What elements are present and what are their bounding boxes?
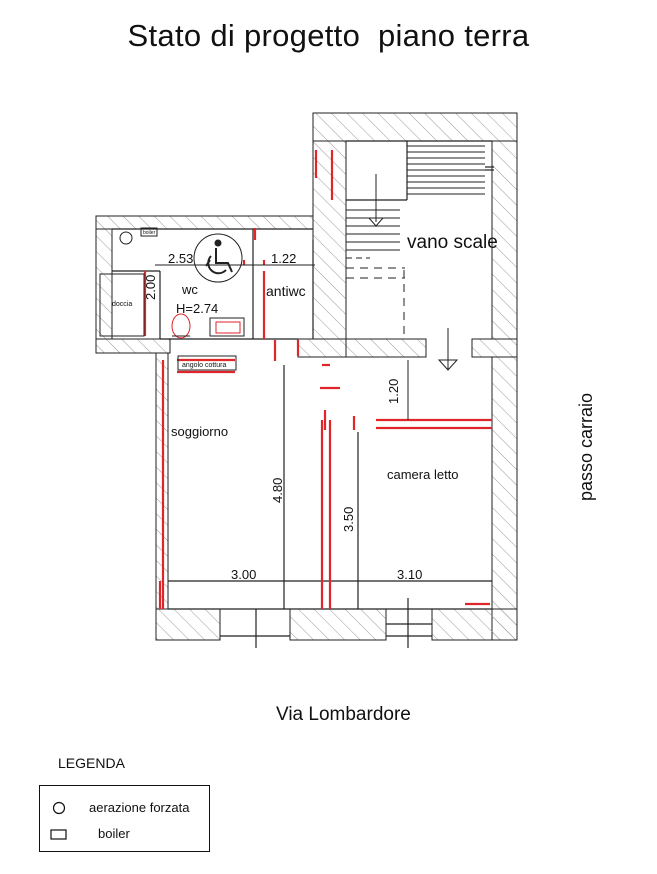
fixtures <box>99 174 459 371</box>
legend-label-aerazione: aerazione forzata <box>89 800 190 815</box>
doccia-label: doccia <box>112 301 132 308</box>
legend-box: aerazione forzata boiler <box>39 785 210 852</box>
dimension-3-50: 3.50 <box>341 507 356 532</box>
dimension-1-22: 1.22 <box>271 251 296 266</box>
legend-label-boiler: boiler <box>98 826 130 841</box>
soggiorno-label: soggiorno <box>171 424 228 439</box>
circle-icon <box>52 801 66 815</box>
new-walls <box>143 150 492 609</box>
boiler-tag-label: boiler <box>143 230 156 236</box>
dimension-3-00: 3.00 <box>231 567 256 582</box>
passo-carraio-label: passo carraio <box>576 393 596 501</box>
wc-height-label: H=2.74 <box>176 301 218 316</box>
vano-scale-label: vano scale <box>407 232 498 253</box>
dimension-1-20: 1.20 <box>386 379 401 404</box>
existing-walls <box>95 112 518 641</box>
page-title: Stato di progetto piano terra <box>127 18 530 53</box>
stair-treads <box>346 145 485 339</box>
legend-item-aerazione: aerazione forzata <box>40 798 209 818</box>
wc-label: wc <box>181 282 198 297</box>
rectangle-icon <box>50 829 67 840</box>
street-label: Via Lombardore <box>276 704 411 725</box>
dimension-lines <box>155 264 409 420</box>
dimension-4-80: 4.80 <box>270 478 285 503</box>
dimension-2-00: 2.00 <box>143 275 158 300</box>
camera-letto-label: camera letto <box>387 467 459 482</box>
dimension-3-10: 3.10 <box>397 567 422 582</box>
legend-title: LEGENDA <box>58 755 125 771</box>
angolo-cottura-label: angolo cottura <box>182 362 226 369</box>
antiwc-label: antiwc <box>266 283 306 299</box>
dimension-2-53: 2.53 <box>168 251 193 266</box>
legend-item-boiler: boiler <box>40 824 209 844</box>
